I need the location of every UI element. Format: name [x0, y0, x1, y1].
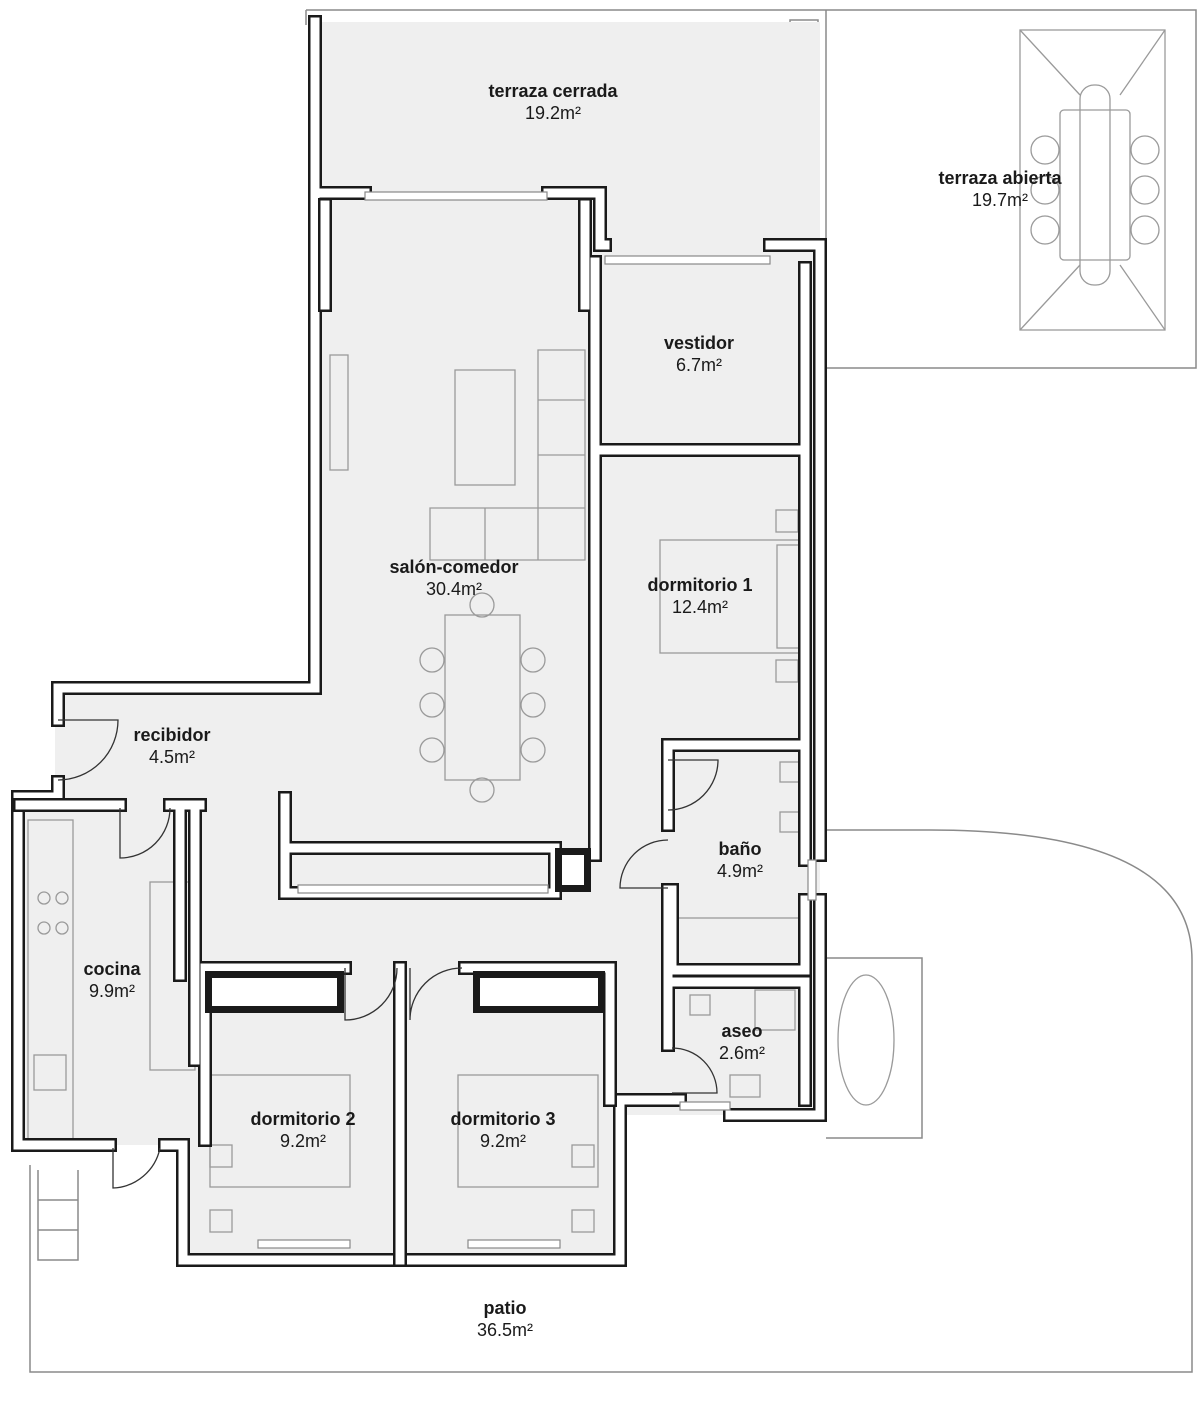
- walls: [11, 15, 827, 1267]
- jacuzzi: [837, 974, 895, 1106]
- room-name: recibidor: [133, 725, 211, 745]
- room-area: 4.5m²: [148, 747, 195, 767]
- room-area: 36.5m²: [476, 1320, 534, 1340]
- room-name: baño: [718, 839, 762, 859]
- room-area: 4.9m²: [716, 861, 764, 881]
- room-area: 19.2m²: [524, 103, 582, 123]
- room-name: salón-comedor: [389, 557, 519, 577]
- room-name: dormitorio 1: [647, 575, 753, 595]
- room-name: dormitorio 2: [250, 1109, 356, 1129]
- room-name: patio: [483, 1298, 527, 1318]
- room-name: terraza cerrada: [488, 81, 618, 101]
- room-area: 2.6m²: [718, 1043, 766, 1063]
- room-area: 30.4m²: [425, 579, 483, 599]
- patio-steps: [37, 1170, 79, 1261]
- room-name: aseo: [721, 1021, 763, 1041]
- room-area: 6.7m²: [675, 355, 722, 375]
- room-area: 9.2m²: [479, 1131, 527, 1151]
- room-area: 9.9m²: [88, 981, 135, 1001]
- room-name: vestidor: [663, 333, 735, 353]
- room-name: terraza abierta: [938, 168, 1062, 188]
- site-outline: [29, 9, 1197, 1373]
- room-name: dormitorio 3: [450, 1109, 556, 1129]
- doors: [57, 719, 719, 1189]
- windows: [257, 191, 817, 1249]
- furniture: [27, 349, 803, 1233]
- room-area: 12.4m²: [671, 597, 729, 617]
- room-area: 9.2m²: [279, 1131, 327, 1151]
- room-area: 19.7m²: [971, 190, 1029, 210]
- terraza-abierta-furniture: [1019, 29, 1166, 331]
- room-name: cocina: [83, 959, 141, 979]
- interior-floor: [20, 22, 820, 1262]
